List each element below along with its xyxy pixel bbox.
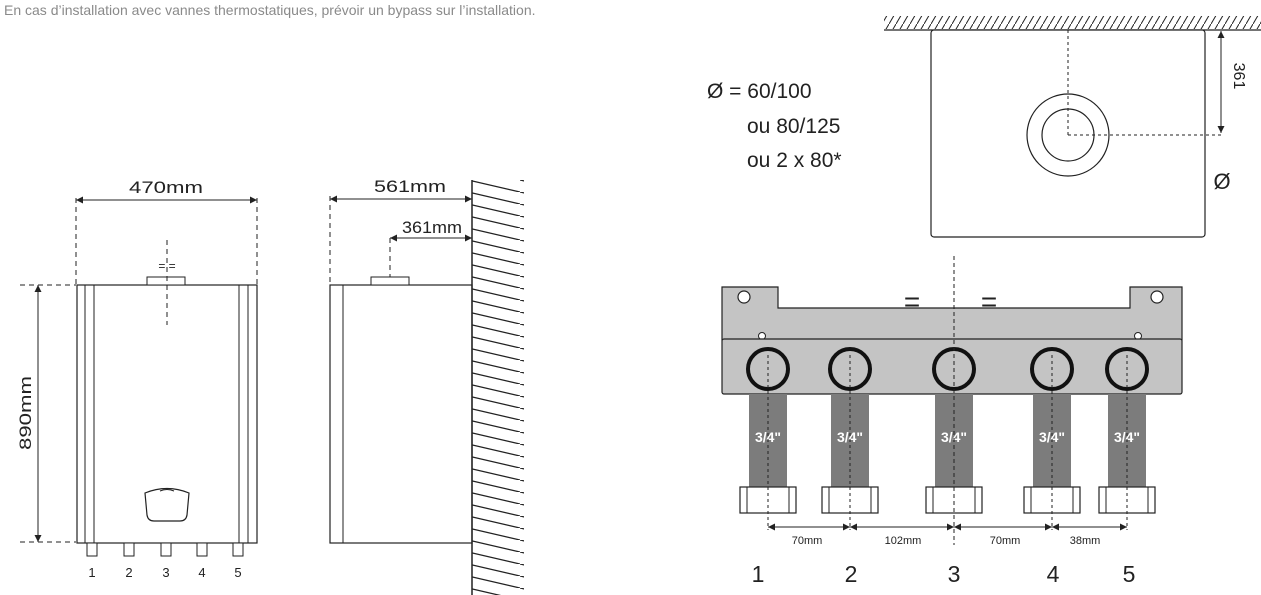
flue-diameter-line2: ou 80/125 [747,115,840,138]
front-connection-number: 1 [88,565,95,580]
pipe-label: 3/4" [755,429,781,445]
manifold-number: 3 [948,561,961,587]
manifold-equal-left: = [904,286,920,317]
front-connection-number: 3 [162,565,169,580]
front-height-label: 890mm [16,376,35,450]
front-equal-marks: = = [158,259,175,273]
diameter-symbol: Ø [1213,169,1230,194]
front-view: 470mm = = 890mm 1 2 3 4 5 [16,178,258,580]
manifold-number: 5 [1123,561,1136,587]
pipe-label: 3/4" [1039,429,1065,445]
front-width-label: 470mm [129,178,203,197]
installation-note: En cas d’installation avec vannes thermo… [4,2,536,18]
front-connection-number: 2 [125,565,132,580]
ceiling [884,16,1261,29]
manifold-equal-right: = [981,286,997,317]
front-connection-number: 4 [198,565,205,580]
wall [472,180,524,595]
manifold-number: 1 [752,561,765,587]
manifold-numbers: 1 2 3 4 5 [752,561,1136,587]
manifold-bracket: = = [721,286,1183,395]
pipe-label: 3/4" [941,429,967,445]
side-depth-label: 561mm [374,177,446,196]
front-connection-number: 5 [234,565,241,580]
manifold-number: 2 [845,561,858,587]
manifold-center-lines [767,256,1128,545]
flue-diameter-line3: ou 2 x 80* [747,149,842,172]
flue-offset-label: 361 [1230,63,1247,90]
display-panel [144,487,190,522]
manifold-number: 4 [1047,561,1060,587]
side-view: 561mm 361mm [329,177,524,595]
spacing-label: 70mm [792,535,823,547]
side-flue-label: 361mm [402,218,462,237]
spacing-label: 70mm [990,535,1021,547]
manifold-spacing: 70mm 102mm 70mm 38mm [768,523,1127,547]
flue-detail: Ø = 60/100 ou 80/125 ou 2 x 80* 361 Ø [707,16,1261,238]
spacing-label: 38mm [1070,535,1101,547]
pipe-label: 3/4" [1114,429,1140,445]
flue-diameter-line1: Ø = 60/100 [707,80,812,103]
pipe-label: 3/4" [837,429,863,445]
spacing-label: 102mm [885,535,922,547]
